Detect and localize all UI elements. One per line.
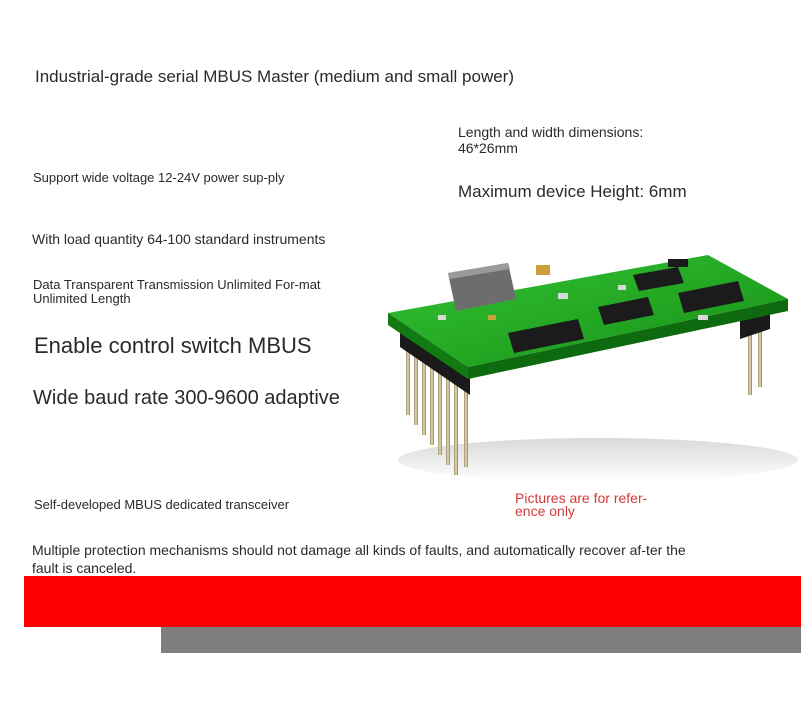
spec-height: Maximum device Height: 6mm: [458, 182, 687, 201]
feature-enable-control: Enable control switch MBUS: [34, 333, 312, 358]
feature-baud-rate: Wide baud rate 300-9600 adaptive: [33, 387, 340, 409]
spec-dimensions: Length and width dimensions: 46*26mm: [458, 124, 644, 156]
accent-band-grey: [161, 627, 801, 653]
feature-transparent-transmission: Data Transparent Transmission Unlimited …: [33, 277, 321, 306]
feature-transceiver: Self-developed MBUS dedicated transceive…: [34, 497, 290, 512]
disclaimer-note: Pictures are for refer-ence only: [515, 490, 648, 519]
page-title: Industrial-grade serial MBUS Master (med…: [35, 67, 514, 86]
feature-protection: Multiple protection mechanisms should no…: [32, 542, 686, 576]
feature-voltage: Support wide voltage 12-24V power sup-pl…: [33, 170, 285, 185]
accent-band-red: [24, 576, 801, 627]
feature-load-quantity: With load quantity 64-100 standard instr…: [32, 231, 326, 247]
product-pcb-image: [388, 255, 798, 482]
